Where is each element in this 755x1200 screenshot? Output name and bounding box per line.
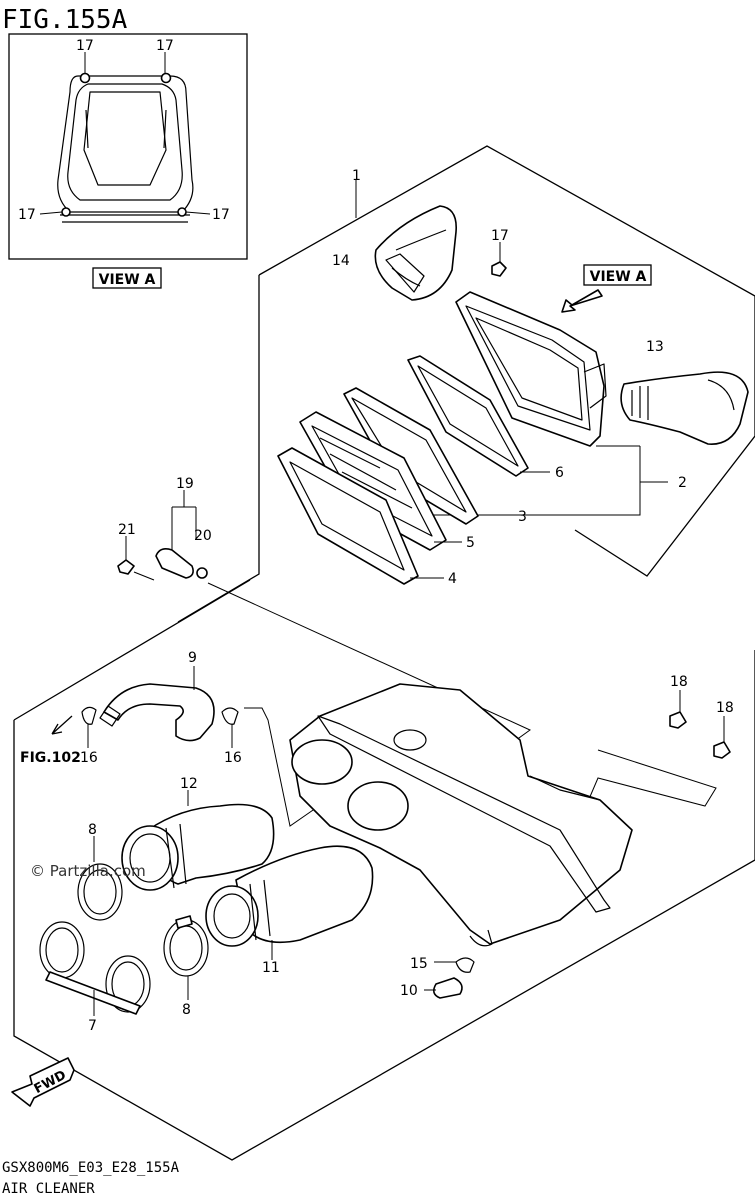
callout-17: 17	[156, 38, 174, 54]
part-15-clip: 15	[410, 956, 475, 973]
callout-8: 8	[88, 822, 97, 838]
callout-16: 16	[80, 750, 98, 766]
callout-17: 17	[76, 38, 94, 54]
callout-7: 7	[88, 1018, 97, 1034]
view-a-inset-label: VIEW A	[590, 269, 647, 285]
part-9-hose: 9	[99, 650, 215, 742]
part-7-clamp-set: 7	[39, 921, 151, 1034]
view-a-pointer: VIEW A	[561, 264, 652, 313]
part-17-bolt: 17	[491, 228, 509, 277]
filter-group-frame	[258, 145, 755, 577]
part-19-valve: 19 20 21	[117, 476, 212, 581]
callout-8: 8	[182, 1002, 191, 1018]
fig-ref-label: FIG.102	[20, 750, 81, 766]
callout-5: 5	[466, 535, 475, 551]
part-2-cover: 2	[426, 291, 687, 516]
part-6-element: 6	[407, 355, 564, 481]
callout-13: 13	[646, 339, 664, 355]
figure-title: FIG.155A	[2, 5, 128, 35]
callout-11: 11	[262, 960, 280, 976]
air-cleaner-case	[289, 683, 633, 947]
callout-6: 6	[555, 465, 564, 481]
part-18-bolts: 18 18	[669, 674, 734, 759]
callout-10: 10	[400, 983, 418, 999]
view-a-inset: 17 17 17 17	[8, 33, 248, 260]
part-4-gasket: 4	[277, 447, 457, 587]
callout-21: 21	[118, 522, 136, 538]
callout-14: 14	[332, 253, 350, 269]
part-10-drain-plug: 10	[400, 977, 463, 999]
part-11-intake: 11	[205, 845, 374, 976]
callout-17: 17	[491, 228, 509, 244]
watermark: © Partzilla.com	[30, 862, 146, 880]
fwd-arrow: FWD	[11, 1057, 75, 1107]
case-group-frame	[13, 579, 755, 1161]
callout-4: 4	[448, 571, 457, 587]
callout-1: 1	[352, 168, 361, 184]
callout-17: 17	[18, 207, 36, 223]
callout-18: 18	[716, 700, 734, 716]
part-14-duct: 14	[332, 205, 457, 301]
part-13-hose: 13	[620, 339, 749, 445]
figure-code: GSX800M6_E03_E28_155A	[2, 1160, 180, 1176]
callout-16: 16	[224, 750, 242, 766]
view-a-label: VIEW A	[99, 272, 156, 288]
part-12-intake: 12	[121, 776, 275, 891]
view-a-label-box: VIEW A	[92, 267, 162, 289]
callout-12: 12	[180, 776, 198, 792]
callout-15: 15	[410, 956, 428, 972]
callout-18: 18	[670, 674, 688, 690]
callout-17: 17	[212, 207, 230, 223]
figure-name: AIR CLEANER	[2, 1181, 95, 1197]
callout-9: 9	[188, 650, 197, 666]
callout-2: 2	[678, 475, 687, 491]
part-16-clamp-right: 16	[221, 707, 242, 766]
callout-19: 19	[176, 476, 194, 492]
callout-20: 20	[194, 528, 212, 544]
part-16-clamp-left: FIG.102 16	[20, 706, 98, 766]
part-8-clamps: 8 8	[77, 822, 209, 1018]
callout-3: 3	[518, 509, 527, 525]
